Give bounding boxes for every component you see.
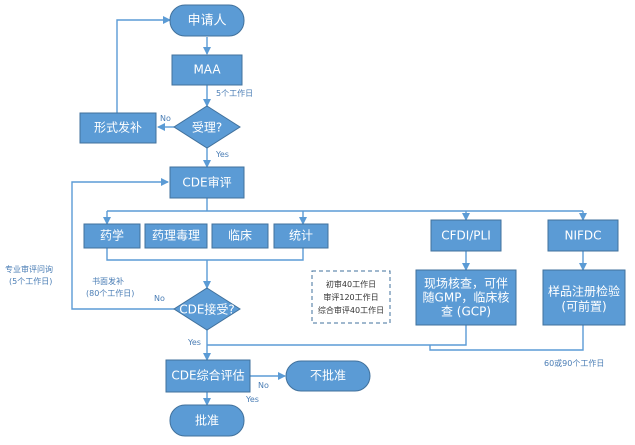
- node-not-approved-label: 不批准: [310, 368, 346, 383]
- node-formal-supplement: 形式发补: [79, 112, 157, 144]
- label-accept-no: No: [160, 114, 171, 123]
- node-cfdi-desc: 现场核查，可伴 随GMP，临床核 查 (GCP): [415, 269, 517, 326]
- node-cde-review-label: CDE审评: [182, 175, 231, 190]
- label-overall-yes: Yes: [245, 395, 259, 404]
- label-overall-no: No: [258, 381, 269, 390]
- node-pharmacology-label: 药理毒理: [152, 229, 200, 243]
- label-written-line1: 书面发补: [92, 276, 124, 286]
- node-nifdc-label: NIFDC: [564, 229, 601, 243]
- label-five-days: 5个工作日: [216, 88, 253, 98]
- node-cfdi-desc-line3: 查 (GCP): [441, 305, 491, 319]
- node-pharmacy: 药学: [83, 223, 141, 249]
- label-consult-line2: (5个工作日): [9, 276, 52, 286]
- node-cde-overall: CDE综合评估: [165, 359, 251, 393]
- edge-nifdc-join: [429, 325, 584, 351]
- edge-cfdi-join: [207, 325, 467, 346]
- node-cfdi-desc-line1: 现场核查，可伴: [424, 277, 508, 291]
- node-clinical-label: 临床: [228, 229, 252, 243]
- node-accept-label: 受理?: [192, 121, 222, 135]
- node-nifdc-desc-line1: 样品注册检验: [548, 284, 620, 299]
- note-line3: 综合审评40工作日: [318, 305, 384, 315]
- node-statistics: 统计: [273, 223, 329, 249]
- node-cde-review: CDE审评: [169, 166, 245, 199]
- node-cde-accept: CDE接受?: [173, 287, 241, 331]
- node-clinical: 临床: [211, 223, 269, 249]
- node-nifdc-desc-line2: (可前置): [561, 299, 606, 314]
- label-written-line2: (80个工作日): [86, 288, 134, 298]
- node-pharmacology: 药理毒理: [144, 223, 208, 249]
- edge-labels: 5个工作日 No Yes 专业审评问询 (5个工作日) 书面发补 (80个工作日…: [5, 88, 604, 404]
- note-line2: 审评120工作日: [323, 292, 378, 302]
- node-approved-label: 批准: [195, 413, 219, 428]
- label-cdeaccept-yes: Yes: [187, 338, 201, 347]
- label-accept-yes: Yes: [215, 150, 229, 159]
- node-nifdc-desc: 样品注册检验 (可前置): [542, 269, 626, 326]
- node-cfdi-label: CFDI/PLI: [441, 229, 491, 243]
- node-approved: 批准: [169, 404, 245, 437]
- label-nifdc-days: 60或90个工作日: [544, 358, 604, 368]
- node-cfdi: CFDI/PLI: [430, 219, 502, 252]
- node-maa: MAA: [171, 54, 243, 86]
- node-maa-label: MAA: [193, 63, 221, 77]
- node-cfdi-desc-line2: 随GMP，临床核: [423, 290, 510, 305]
- node-pharmacy-label: 药学: [100, 228, 124, 243]
- edge-cdeaccept-no: [71, 178, 174, 310]
- label-cdeaccept-no: No: [154, 294, 165, 303]
- edge-supplement-applicant: [116, 16, 171, 113]
- node-nifdc: NIFDC: [547, 219, 619, 252]
- node-statistics-label: 统计: [289, 229, 313, 243]
- note-line1: 初审40工作日: [326, 279, 376, 289]
- edges: [71, 16, 587, 406]
- node-cde-overall-label: CDE综合评估: [171, 368, 244, 383]
- node-not-approved: 不批准: [285, 360, 371, 392]
- node-cde-accept-label: CDE接受?: [179, 302, 235, 317]
- edge-specialty-join: [106, 247, 304, 261]
- node-applicant: 申请人: [169, 4, 245, 37]
- node-formal-supplement-label: 形式发补: [94, 120, 142, 135]
- node-applicant-label: 申请人: [187, 14, 226, 29]
- label-consult-line1: 专业审评问询: [5, 264, 53, 274]
- timeline-note: 初审40工作日 审评120工作日 综合审评40工作日: [311, 270, 391, 324]
- node-accept: 受理?: [173, 105, 241, 149]
